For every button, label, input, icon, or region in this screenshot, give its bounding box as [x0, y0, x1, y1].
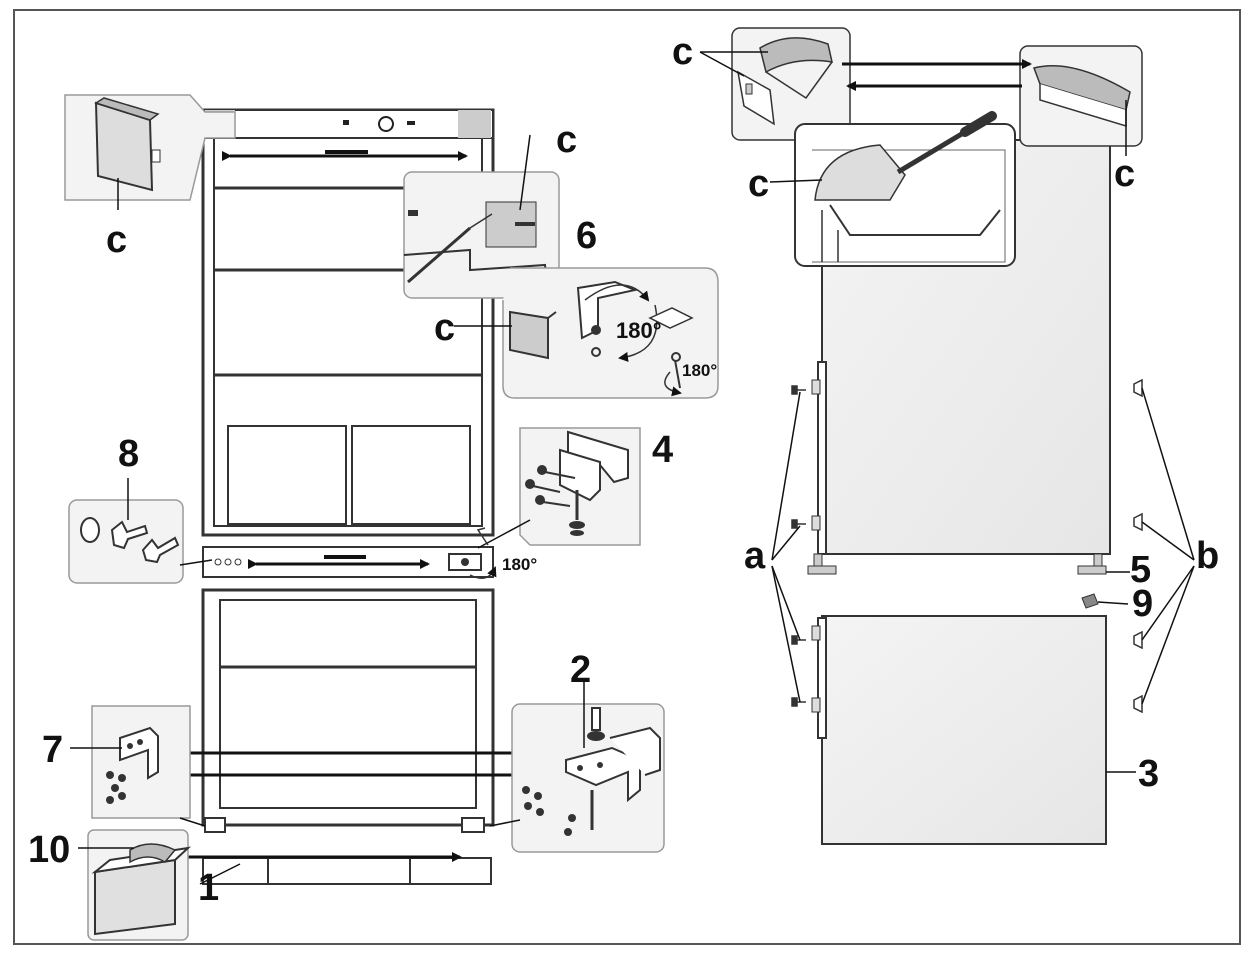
fridge-lower-compartment	[201, 588, 495, 833]
inset-2-bottom-hinge	[489, 682, 665, 853]
inset-cover-left	[699, 27, 851, 141]
inset-6-screwdriver	[403, 134, 560, 299]
label-c-top-center: c	[556, 119, 577, 161]
label-1: 1	[198, 867, 219, 909]
label-5: 5	[1130, 549, 1151, 591]
label-b: b	[1196, 535, 1219, 577]
inset-top-hinge-rotate	[454, 267, 719, 399]
screws-a	[771, 385, 806, 707]
label-180-small: 180°	[682, 361, 717, 380]
inset-10-plinth-detail	[78, 829, 241, 941]
inset-8-plugs	[68, 478, 213, 584]
label-c-screwdriver: c	[748, 163, 769, 205]
label-2: 2	[570, 649, 591, 691]
label-c-top-left: c	[106, 219, 127, 261]
inset-7-hinge-plate	[70, 705, 206, 827]
label-c-cover-right: c	[1114, 153, 1135, 195]
inset-screwdriver-cover	[769, 111, 1016, 267]
label-c-cover-top: c	[672, 31, 693, 73]
label-7: 7	[42, 729, 63, 771]
inset-cover-right	[1019, 45, 1143, 156]
plugs-b	[1133, 378, 1195, 714]
label-180-upper: 180°	[616, 318, 662, 343]
label-3: 3	[1138, 753, 1159, 795]
label-8: 8	[118, 433, 139, 475]
label-10: 10	[28, 829, 70, 871]
plinth-grille	[202, 857, 492, 885]
label-9: 9	[1132, 583, 1153, 625]
inset-4-middle-hinge	[469, 427, 641, 579]
label-6: 6	[576, 215, 597, 257]
label-4: 4	[652, 429, 673, 471]
middle-hinge-strip	[202, 546, 494, 578]
side-lower-door	[811, 571, 1136, 845]
inset-top-left-cover	[64, 94, 236, 210]
label-a: a	[744, 535, 766, 577]
label-180-middle: 180°	[502, 555, 537, 574]
top-control-strip	[202, 109, 494, 139]
label-c-hinge: c	[434, 307, 455, 349]
